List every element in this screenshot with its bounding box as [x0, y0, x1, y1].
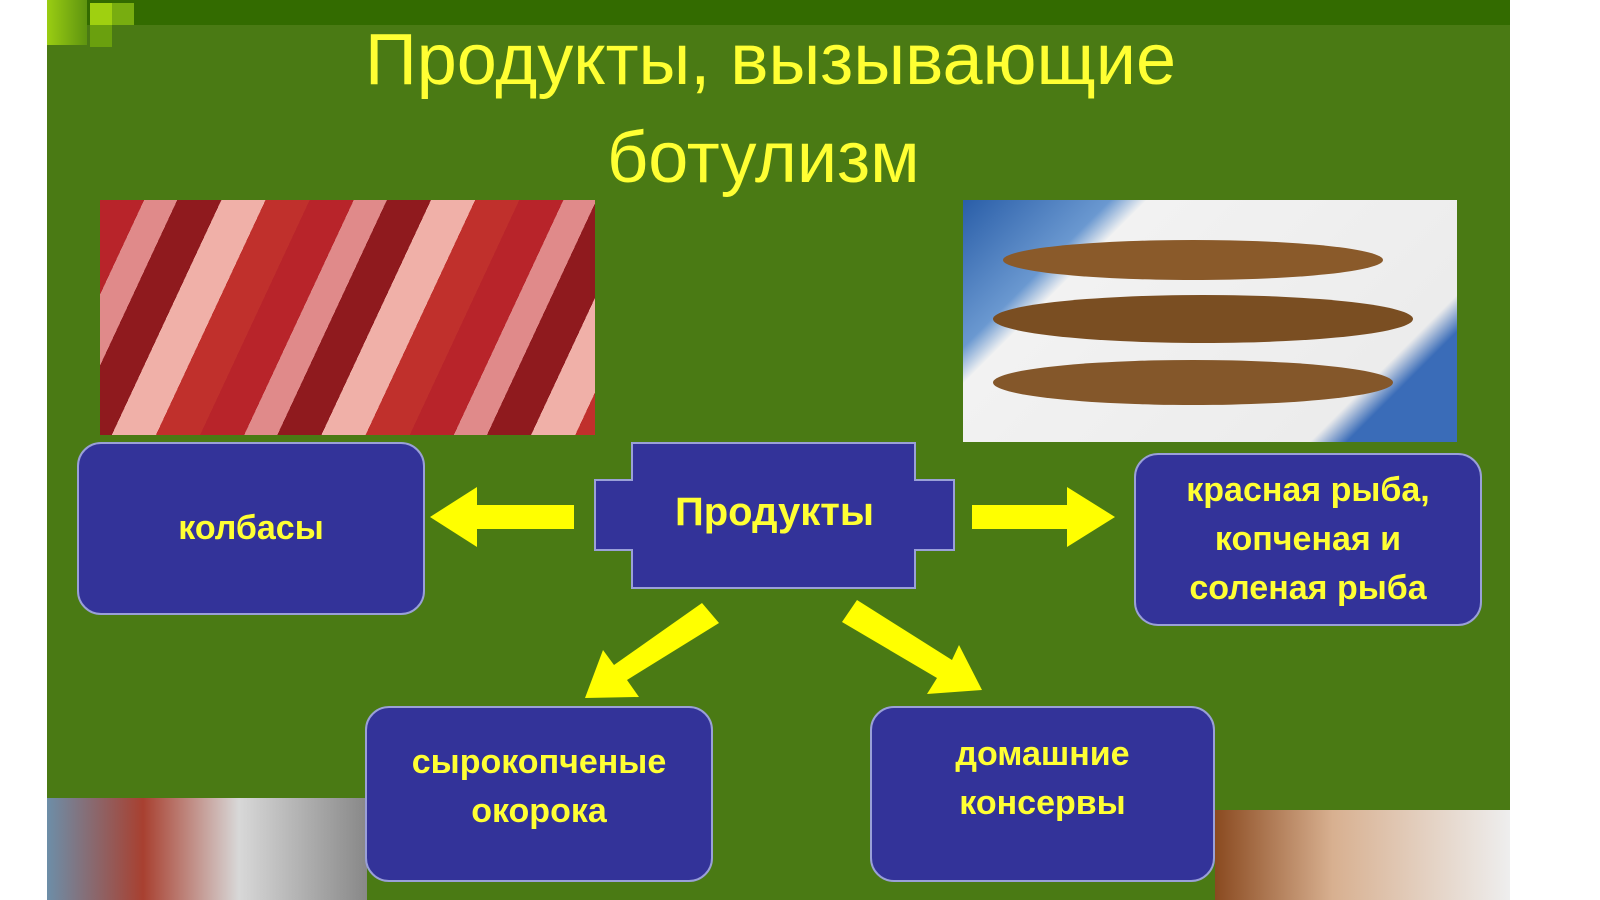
fish-photo	[963, 200, 1457, 442]
decor-square	[112, 3, 134, 25]
arrow-down-left	[585, 603, 719, 698]
box-sausages: колбасы	[77, 442, 425, 615]
box-fish: красная рыба, копченая и соленая рыба	[1134, 453, 1482, 626]
slide: Продукты, вызывающие ботулизм Продукты к…	[47, 0, 1510, 900]
arrow-down-right	[842, 600, 982, 694]
arrows	[430, 442, 1115, 698]
dish-photo	[1215, 810, 1510, 900]
arrow-right	[972, 487, 1115, 547]
sausages-photo	[100, 200, 595, 435]
top-bar	[47, 0, 1510, 25]
canned-photo	[47, 798, 367, 900]
arrow-left	[430, 487, 574, 547]
center-label: Продукты	[675, 490, 874, 534]
title-line-2: ботулизм	[607, 118, 920, 198]
box-canned: домашние консервы	[870, 706, 1215, 882]
center-shape	[594, 442, 955, 589]
decor-square	[90, 25, 112, 47]
box-ham: сырокопченые окорока	[365, 706, 713, 882]
decor-square	[47, 0, 87, 45]
title-line-1: Продукты, вызывающие	[365, 20, 1177, 100]
decor-square	[90, 3, 112, 25]
